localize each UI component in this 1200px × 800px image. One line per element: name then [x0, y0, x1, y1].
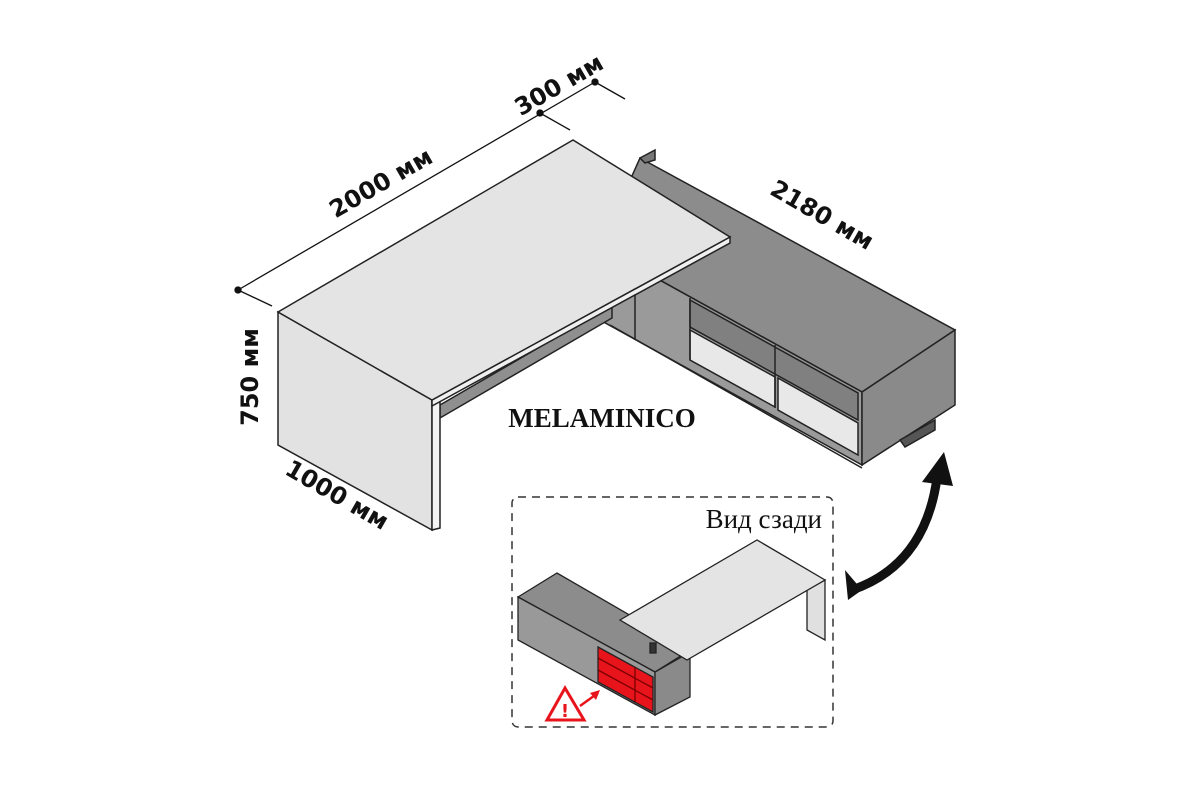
rear-view-caption: Вид сзади	[706, 504, 822, 534]
height-dimension: 750 мм	[236, 328, 264, 426]
rotate-view-arrow-icon	[845, 452, 953, 600]
desk	[276, 139, 732, 532]
material-label: MELAMINICO	[508, 403, 696, 433]
rear-view-inset: Вид сзади !	[511, 496, 834, 728]
desk-leg-edge	[431, 394, 441, 531]
svg-text:!: !	[561, 701, 569, 722]
credenza-side	[861, 328, 956, 467]
drawer-2	[777, 376, 859, 457]
dimension-lines	[234, 78, 626, 307]
warning-triangle-icon: !	[544, 685, 600, 722]
desktop	[276, 139, 732, 401]
